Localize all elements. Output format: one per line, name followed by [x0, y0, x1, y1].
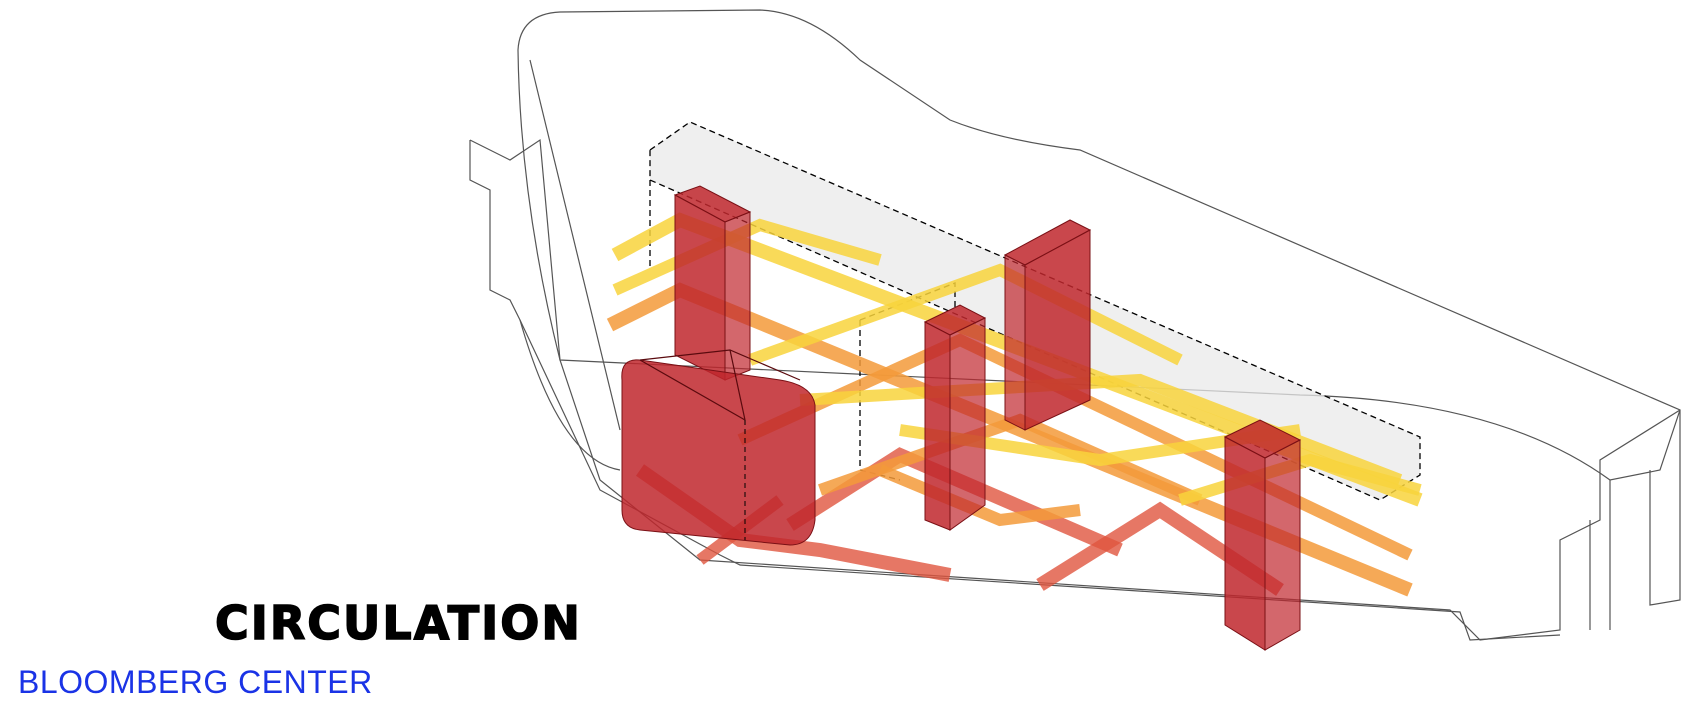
core-4 [1223, 419, 1302, 651]
core-1 [673, 185, 752, 381]
right-end [1589, 410, 1681, 630]
path-upper-6 [1178, 453, 1422, 506]
path-upper-3 [747, 263, 1183, 366]
diagram-subtitle: BLOOMBERG CENTER [18, 664, 373, 700]
side-face [519, 59, 621, 471]
base-outline [469, 140, 1561, 641]
roof-outline [517, 9, 1681, 481]
building-outline [469, 9, 1681, 641]
stair-drum [621, 349, 816, 546]
path-upper-2 [612, 218, 882, 296]
path-upper-4 [799, 373, 1403, 486]
path-middle-4 [877, 464, 1081, 527]
core-2 [1003, 219, 1092, 431]
diagram-title: CIRCULATION [214, 596, 582, 650]
core-3 [923, 304, 987, 531]
vertical-circulation-cores [621, 185, 1302, 651]
left-wing [469, 138, 1681, 641]
